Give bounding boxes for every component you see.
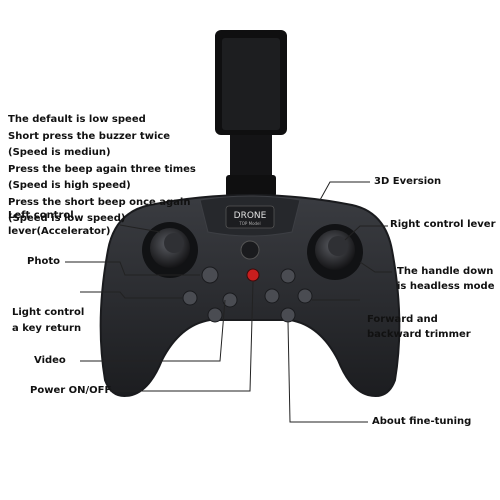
label-speed-1: The default is low speed: [8, 114, 146, 125]
label-left-lever-1: Left control: [8, 210, 74, 221]
video-button[interactable]: [222, 292, 238, 308]
power-button[interactable]: [246, 268, 260, 282]
left-bottom-button[interactable]: [207, 307, 223, 323]
phone-clamp: [215, 30, 287, 197]
label-speed-7: (Speed is low speed): [8, 213, 126, 224]
center-button[interactable]: [240, 240, 260, 260]
label-speed-4: Press the beep again three times: [8, 164, 196, 175]
label-fine-tuning: About fine-tuning: [372, 416, 472, 427]
label-speed-5: (Speed is high speed): [8, 180, 131, 191]
label-power: Power ON/OFF: [30, 385, 112, 396]
label-speed-6: Press the short beep once again: [8, 197, 191, 208]
left-control-lever[interactable]: [142, 222, 198, 278]
drone-logo: DRONE TOP Model: [225, 205, 275, 229]
label-3d-eversion: 3D Eversion: [374, 176, 442, 187]
label-light-1: Light control: [12, 307, 85, 318]
logo-subtext: TOP Model: [238, 221, 260, 226]
label-headless-2: is headless mode: [397, 281, 495, 292]
label-light-2: a key return: [12, 323, 82, 334]
label-photo: Photo: [27, 256, 60, 267]
light-button[interactable]: [182, 290, 198, 306]
trimmer-buttons[interactable]: [264, 268, 313, 323]
label-left-lever-2: lever(Accelerator): [8, 226, 111, 237]
right-control-lever[interactable]: [307, 224, 363, 280]
logo-text: DRONE: [234, 211, 267, 221]
label-right-lever: Right control lever: [390, 219, 496, 230]
label-video: Video: [34, 355, 66, 366]
label-headless-1: The handle down: [397, 266, 494, 277]
photo-button[interactable]: [201, 266, 219, 284]
label-trimmer-2: backward trimmer: [367, 329, 471, 340]
leader-lines: [65, 181, 392, 423]
label-speed-2: Short press the buzzer twice: [8, 131, 171, 142]
label-speed-3: (Speed is mediun): [8, 147, 111, 158]
label-trimmer-1: Forward and: [367, 314, 438, 325]
